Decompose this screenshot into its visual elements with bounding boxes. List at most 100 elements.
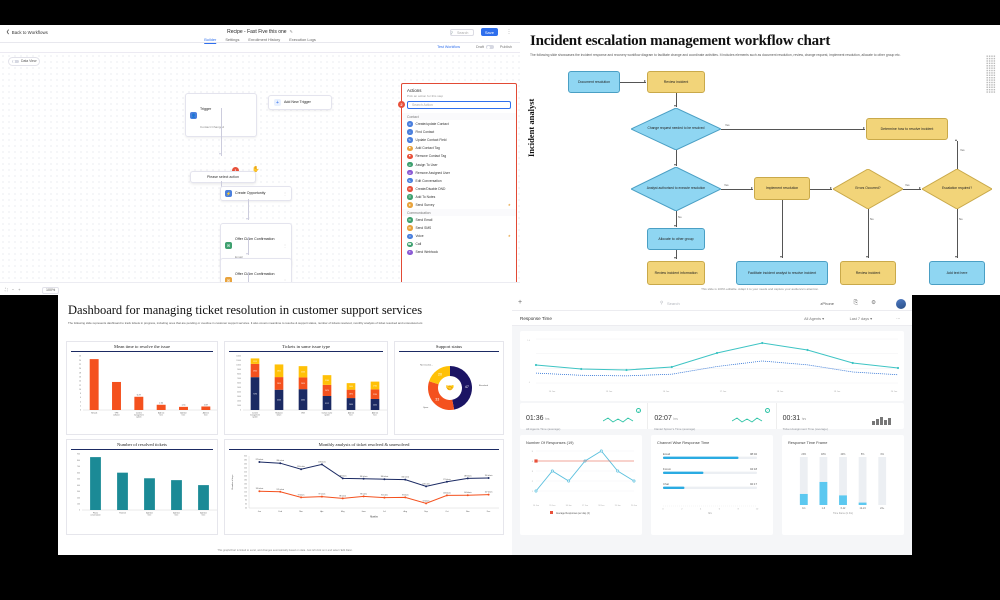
metric-label: All Agents Time (average) <box>526 427 561 432</box>
tab-builder[interactable]: Builder <box>204 36 217 44</box>
action-item[interactable]: ✎Edit Conversation <box>402 177 516 185</box>
action-item[interactable]: ⚑Remove Contact Tag <box>402 152 516 160</box>
zphone-menu[interactable]: zPhone <box>820 300 834 306</box>
star-icon[interactable]: ★ <box>507 234 511 239</box>
flowchart: Incident analyst Document resolution Rev… <box>520 65 1000 285</box>
action-item[interactable]: ✉Send Email <box>402 216 516 224</box>
edit-icon: ✎ <box>407 137 413 143</box>
action-item[interactable]: ✉Send SMS <box>402 224 516 232</box>
svg-text:18 Jan: 18 Jan <box>777 391 784 393</box>
agent-filter-dropdown[interactable]: All Agents ▾ <box>804 317 824 321</box>
flow-node-errors-occurred[interactable]: Errors Occurred? <box>833 169 903 209</box>
svg-text:18: 18 <box>79 372 81 374</box>
workflow-search-input[interactable]: Search <box>450 28 474 36</box>
action-label: Create/Disable DND <box>415 186 446 191</box>
svg-text:14 Jan: 14 Jan <box>549 391 556 393</box>
svg-text:260: 260 <box>244 464 247 466</box>
save-button[interactable]: Save <box>480 28 498 37</box>
check-icon: ✓ <box>636 408 642 413</box>
action-search-input[interactable]: Search Action <box>407 101 511 109</box>
dashboard-footer: This graph/chart is linked to excel, and… <box>217 549 353 552</box>
svg-text:234 tickets: 234 tickets <box>297 465 305 468</box>
edge-label-yes: Yes <box>725 123 730 127</box>
flow-node-implement-resolution[interactable]: Implement resolution <box>754 177 810 200</box>
svg-text:98 tickets: 98 tickets <box>360 492 367 495</box>
workflow-canvas[interactable]: Data View 👤 Trigger Contact Changed + Ad… <box>0 53 520 295</box>
action-item[interactable]: ☺Create/update Contact <box>402 120 516 128</box>
tab-enrollment-history[interactable]: Enrollment History <box>248 36 281 42</box>
flow-node-allocate-other-group[interactable]: Allocate to other group <box>647 228 705 250</box>
flow-node-document-resolution[interactable]: Document resolution <box>568 71 620 93</box>
action-item[interactable]: ♫Voice★ <box>402 232 516 240</box>
header-more-button[interactable]: ⋯ <box>896 317 900 321</box>
add-button[interactable]: + <box>518 299 523 306</box>
dashboard-title: Dashboard for managing ticket resolution… <box>68 303 423 317</box>
action-item[interactable]: ⚑Add Contact Tag <box>402 144 516 152</box>
node-create-opportunity[interactable]: ⚡ Create Opportunity ⋮ <box>220 186 292 201</box>
flow-node-review-incident-1[interactable]: Review incident <box>647 71 705 93</box>
back-to-workflows-link[interactable]: ❮ Back to Workflows <box>6 29 48 35</box>
action-item[interactable]: ⌕Find Contact <box>402 128 516 136</box>
action-item[interactable]: ☺Assign To User <box>402 160 516 168</box>
toggle-switch-icon <box>12 59 19 64</box>
more-menu-button[interactable]: ⋮ <box>506 29 512 35</box>
please-select-action-node[interactable]: Please select action <box>190 171 256 184</box>
zoom-out-icon[interactable]: − <box>11 286 15 292</box>
arrow-right-icon <box>919 187 921 189</box>
flow-node-determine-how-to-resolve[interactable]: Determine how to resolve incident <box>866 118 948 140</box>
fit-view-icon[interactable]: ⛶ <box>5 286 8 292</box>
node-menu-icon[interactable]: ⋮ <box>283 277 287 283</box>
arrow-down-icon <box>219 153 222 155</box>
tab-execution-logs[interactable]: Execution Logs <box>289 36 316 42</box>
zoom-in-icon[interactable]: + <box>18 286 21 292</box>
flow-node-facilitate-incident-analyst[interactable]: Facilitate incident analyst to resolve i… <box>736 261 828 285</box>
svg-text:Months: Months <box>370 516 378 519</box>
screen-share-icon[interactable]: ⎘ <box>853 299 858 306</box>
tab-settings[interactable]: Settings <box>225 36 240 42</box>
svg-text:16: 16 <box>79 376 81 378</box>
actions-popup[interactable]: Actions Pick an action for this step Sea… <box>401 83 517 295</box>
edge-line <box>675 211 677 227</box>
test-workflow-button[interactable]: Test Workflow <box>437 45 460 49</box>
action-item[interactable]: ☰Add To Notes <box>402 193 516 201</box>
star-icon[interactable]: ★ <box>507 202 511 207</box>
node-menu-icon[interactable]: ⋮ <box>283 242 287 248</box>
svg-text:VPN: VPN <box>115 413 119 415</box>
action-item[interactable]: ☺Remove Assigned User <box>402 169 516 177</box>
gear-icon[interactable]: ⚙ <box>871 299 876 306</box>
data-view-toggle[interactable]: Data View <box>8 57 41 66</box>
node-menu-icon[interactable]: ⋮ <box>283 191 287 196</box>
zoom-level[interactable]: 100% <box>42 286 60 294</box>
add-new-trigger-button[interactable]: + Add New Trigger <box>268 95 332 110</box>
action-item[interactable]: ☎Call <box>402 240 516 248</box>
pencil-icon[interactable]: ✎ <box>289 29 293 34</box>
svg-text:16 Jan: 16 Jan <box>566 505 572 507</box>
node-title: Trigger <box>200 107 212 111</box>
flow-node-review-incident-2[interactable]: Review incident <box>840 261 896 285</box>
svg-text:Jul: Jul <box>383 511 386 513</box>
action-item[interactable]: ★Send Survey★ <box>402 201 516 209</box>
flow-node-escalation-required[interactable]: Escalation required? <box>922 169 992 209</box>
app-search-input[interactable]: Search <box>667 300 680 306</box>
chevron-left-icon: ❮ <box>6 29 10 34</box>
svg-text:48%: 48% <box>821 453 827 456</box>
action-item[interactable]: ✉Create/Disable DND <box>402 185 516 193</box>
chat-icon: ✉ <box>225 276 232 284</box>
action-item[interactable]: ✎Update Contact Field <box>402 136 516 144</box>
flow-node-change-request[interactable]: Change request needed to be resolved <box>631 108 721 150</box>
metric-value: 01:36 <box>526 415 544 422</box>
flow-node-review-incident-information[interactable]: Review incident information <box>647 261 705 285</box>
connector-line <box>248 272 249 290</box>
flow-node-analyst-authorised[interactable]: Analyst authorised to execute resolution <box>631 167 721 211</box>
svg-text:Hardware: Hardware <box>275 412 282 415</box>
avatar[interactable] <box>896 298 906 309</box>
svg-text:04:18: 04:18 <box>750 467 757 471</box>
flow-node-add-text-here[interactable]: Add text here <box>929 261 985 285</box>
publish-toggle[interactable] <box>486 45 494 50</box>
svg-text:2: 2 <box>80 406 81 408</box>
svg-text:97 tickets: 97 tickets <box>319 493 326 496</box>
action-item[interactable]: ⚭Send Webhook <box>402 248 516 256</box>
range-filter-dropdown[interactable]: Last 7 days ▾ <box>849 317 872 321</box>
